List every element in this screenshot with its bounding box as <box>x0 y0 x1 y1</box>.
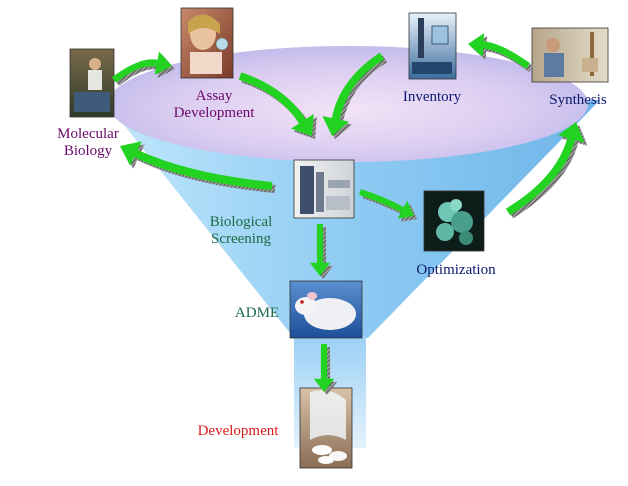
arrow-screening-to-molecular-body <box>120 141 273 190</box>
arrow-adme-to-development-body <box>313 344 335 392</box>
label-adme: ADME <box>234 305 280 321</box>
label-inventory: Inventory <box>402 89 462 105</box>
arrow-screening-to-adme <box>309 224 334 279</box>
label-biological-screening: Biological Screening <box>198 214 284 248</box>
arrows-layer <box>111 33 588 395</box>
molecular-biology-photo <box>69 48 115 118</box>
arrow-inventory-to-screening-body <box>322 52 385 137</box>
biological-screening-photo <box>293 159 355 219</box>
arrow-inventory-to-screening-shadow <box>325 55 388 140</box>
assay-development-photo <box>180 7 234 79</box>
arrow-screening-to-optimization-body <box>359 189 414 219</box>
adme-photo <box>289 280 363 339</box>
label-biological-screening-text: Biological Screening <box>209 214 273 247</box>
label-molecular-biology-text: Molecular Biology <box>57 126 119 159</box>
label-synthesis: Synthesis <box>549 92 607 108</box>
arrow-inventory-to-screening <box>322 52 388 140</box>
synthesis-photo <box>531 27 609 83</box>
arrow-screening-to-molecular <box>120 141 276 193</box>
arrow-synthesis-to-inventory-body <box>468 33 531 69</box>
arrow-molecular-to-assay-body <box>111 51 172 83</box>
label-optimization: Optimization <box>416 262 496 278</box>
arrow-assay-to-screening-body <box>238 72 314 136</box>
optimization-photo <box>423 190 485 252</box>
inventory-photo <box>408 12 457 80</box>
arrow-screening-to-optimization <box>359 189 417 222</box>
label-development: Development <box>197 423 279 439</box>
arrow-synthesis-to-inventory <box>468 33 534 72</box>
arrow-optimization-to-synthesis <box>505 122 588 219</box>
arrow-assay-to-screening <box>238 72 317 139</box>
development-photo <box>299 387 353 469</box>
arrow-molecular-to-assay-shadow <box>114 54 175 86</box>
label-molecular-biology: Molecular Biology <box>48 126 128 160</box>
arrow-molecular-to-assay <box>111 51 175 86</box>
label-assay-development-text: Assay Development <box>173 88 255 121</box>
arrow-screening-to-adme-body <box>309 224 331 276</box>
label-assay-development: Assay Development <box>162 88 266 122</box>
arrow-adme-to-development <box>313 344 338 395</box>
arrow-optimization-to-synthesis-body <box>505 122 585 216</box>
